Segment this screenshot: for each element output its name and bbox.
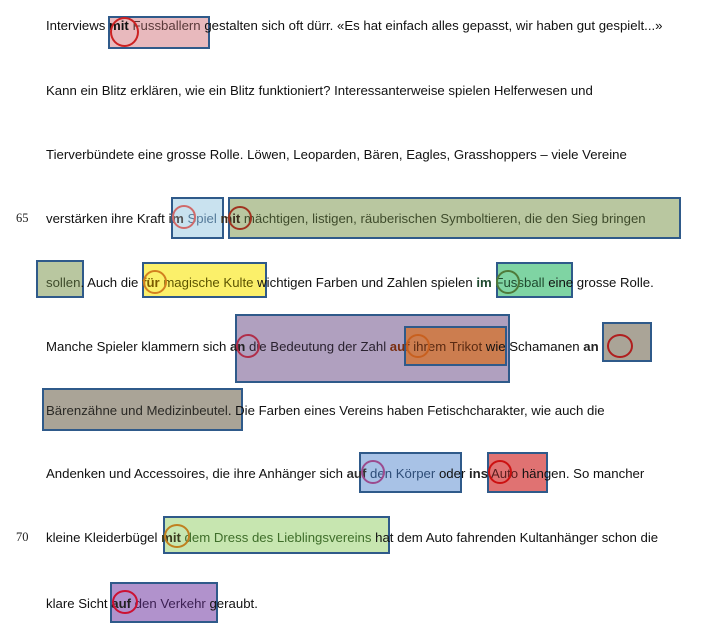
highlight-box-mit-symboltieren bbox=[228, 197, 681, 239]
circle-im-2 bbox=[496, 270, 520, 294]
circle-fuer bbox=[143, 270, 167, 294]
line-9-post: hat dem Auto fahrenden Kultanhänger scho… bbox=[371, 530, 659, 545]
text-line-6: Manche Spieler klammern sich an die Bede… bbox=[46, 339, 599, 355]
line-6-phrase-b: ihrem Trikot bbox=[409, 339, 483, 354]
line-6-prep-an-2: an bbox=[583, 339, 599, 354]
circle-mit-3 bbox=[164, 524, 190, 548]
text-line-10: klare Sicht auf den Verkehr geraubt. bbox=[46, 596, 258, 612]
highlight-box-im-fussball bbox=[496, 262, 573, 298]
line-9-phrase-a: dem Dress des Lieblingsvereins bbox=[180, 530, 372, 545]
highlight-box-baerenzaehne bbox=[42, 388, 243, 431]
line-4-pre: verstärken ihre Kraft bbox=[46, 211, 169, 226]
line-4-phrase-b: mächtigen, listigen, räuberischen Symbol… bbox=[240, 211, 646, 226]
line-6-pre: Manche Spieler klammern sich bbox=[46, 339, 230, 354]
line-5-prep-im: im bbox=[476, 275, 492, 290]
line-7-post: . Die Farben eines Vereins haben Fetisch… bbox=[227, 403, 605, 418]
line-5-phrase-a: magische Kulte bbox=[159, 275, 254, 290]
circle-ins bbox=[488, 460, 512, 484]
line-8-mid: oder bbox=[435, 466, 470, 481]
highlight-box-sollen bbox=[36, 260, 84, 298]
line-5-phrase-pre: sollen bbox=[46, 275, 81, 290]
line-6-phrase-a: die Bedeutung der Zahl bbox=[245, 339, 390, 354]
text-line-3: Tierverbündete eine grosse Rolle. Löwen,… bbox=[46, 147, 627, 162]
line-8-pre: Andenken und Accessoires, die ihre Anhän… bbox=[46, 466, 347, 481]
circle-auf-2 bbox=[361, 460, 385, 484]
text-line-1: Interviews mit Fussballern gestalten sic… bbox=[46, 18, 663, 34]
line-6-prep-auf: auf bbox=[389, 339, 410, 354]
text-line-7: Bärenzähne und Medizinbeutel. Die Farben… bbox=[46, 403, 605, 419]
circle-an-1 bbox=[236, 334, 260, 358]
text-line-2: Kann ein Blitz erklären, wie ein Blitz f… bbox=[46, 83, 593, 98]
line-10-post: geraubt. bbox=[205, 596, 258, 611]
line-10-pre: klare Sicht bbox=[46, 596, 112, 611]
line-5-mid2: wichtigen Farben und Zahlen spielen bbox=[253, 275, 477, 290]
line-8-prep-ins: ins bbox=[469, 466, 489, 481]
circle-auf-3 bbox=[112, 590, 138, 614]
line-10-phrase-a: den Verkehr bbox=[131, 596, 206, 611]
line-number-65: 65 bbox=[16, 211, 29, 225]
line-5-mid1: . Auch die bbox=[80, 275, 143, 290]
line-8-phrase-a: den Körper bbox=[366, 466, 436, 481]
line-9-pre: kleine Kleiderbügel bbox=[46, 530, 162, 545]
line-1-pre: Interviews bbox=[46, 18, 110, 33]
circle-an-2 bbox=[607, 334, 633, 358]
circle-auf-1 bbox=[406, 334, 430, 358]
text-line-9: kleine Kleiderbügel mit dem Dress des Li… bbox=[46, 530, 658, 546]
line-5-post: eine grosse Rolle. bbox=[544, 275, 654, 290]
text-line-4: verstärken ihre Kraft im Spiel mit mächt… bbox=[46, 211, 646, 227]
line-7-phrase-pre: Bärenzähne und Medizinbeutel bbox=[46, 403, 228, 418]
line-1-phrase: Fussballern bbox=[128, 18, 201, 33]
line-8-post: hängen. So mancher bbox=[518, 466, 645, 481]
text-line-5: sollen. Auch die für magische Kulte wich… bbox=[46, 275, 654, 291]
circle-im-1 bbox=[172, 205, 196, 229]
circle-mit-2 bbox=[228, 206, 252, 230]
circle-mit-1 bbox=[110, 17, 139, 47]
line-6-mid: wie Schamanen bbox=[482, 339, 584, 354]
text-line-8: Andenken und Accessoires, die ihre Anhän… bbox=[46, 466, 644, 482]
line-number-70: 70 bbox=[16, 530, 29, 544]
line-1-post: gestalten sich oft dürr. «Es hat einfach… bbox=[200, 18, 663, 33]
